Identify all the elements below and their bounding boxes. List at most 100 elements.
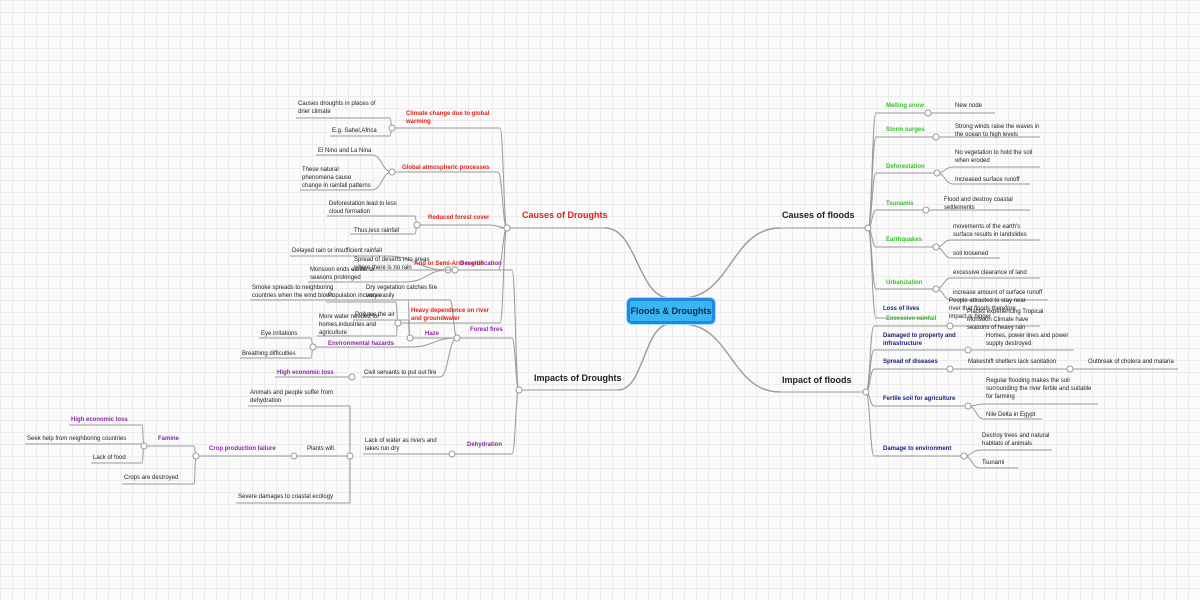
subtopic-arid-region[interactable]: Arid or Semi-Arid region [414, 261, 484, 267]
node-cholera-malaria[interactable]: Outbreak of cholera and malaria [1088, 359, 1174, 365]
collapse-toggle[interactable] [964, 346, 972, 354]
collapse-toggle[interactable] [413, 221, 421, 229]
node-monsoon-ends-earlier[interactable]: Monsoon ends earlier or seasons prolonge… [310, 267, 375, 281]
collapse-toggle[interactable] [394, 319, 402, 327]
node-tsunami[interactable]: Tsunami [982, 460, 1005, 466]
node-civil-servants[interactable]: Civil servants to put out fire [364, 370, 437, 376]
collapse-toggle[interactable] [922, 206, 930, 214]
subtopic-damaged-property[interactable]: Damaged to property and infrastructure [883, 333, 956, 347]
subtopic-melting-snow[interactable]: Melting snow [886, 103, 924, 109]
node-destroy-trees[interactable]: Destroy trees and natural habitats of an… [982, 433, 1050, 447]
collapse-toggle[interactable] [1066, 365, 1074, 373]
node-tropical-monsoon[interactable]: Places experiencing Tropical Monsoon Cli… [967, 309, 1044, 331]
collapse-toggle[interactable] [864, 224, 872, 232]
node-lack-of-food[interactable]: Lack of food [93, 455, 126, 461]
node-less-cloud-formation[interactable]: Deforestation lead to less cloud formati… [329, 201, 397, 215]
node-plants-wilt[interactable]: Plants wilt [307, 446, 335, 452]
collapse-toggle[interactable] [964, 402, 972, 410]
collapse-toggle[interactable] [309, 343, 317, 351]
subtopic-spread-of-diseases[interactable]: Spread of diseases [883, 359, 938, 365]
node-coastal-ecology[interactable]: Severe damages to coastal ecology [238, 494, 334, 500]
node-makeshift-shelters[interactable]: Makeshift shelters lack sanitation [968, 359, 1057, 365]
central-topic[interactable]: Floods & Droughts [627, 298, 715, 324]
node-rainfall-patterns[interactable]: These natural phenomena cause change in … [302, 167, 371, 189]
node-landslides[interactable]: movements of the earth's surface results… [953, 224, 1027, 238]
node-nile-delta[interactable]: Nile Delta in Egypt [986, 412, 1036, 418]
collapse-toggle[interactable] [451, 266, 459, 274]
node-lack-of-water[interactable]: Lack of water as rivers and lakes run dr… [365, 438, 437, 452]
collapse-toggle[interactable] [192, 452, 200, 460]
node-new-node[interactable]: New node [955, 103, 983, 109]
node-less-rainfall[interactable]: Thus,less rainfall [354, 228, 400, 234]
collapse-toggle[interactable] [932, 243, 940, 251]
node-el-nino[interactable]: El Nino and La Nina [318, 148, 372, 154]
topic-causes-of-droughts[interactable]: Causes of Droughts [522, 210, 608, 220]
subtopic-deforestation[interactable]: Deforestation [886, 164, 925, 170]
subtopic-heavy-dependence[interactable]: Heavy dependence on river and groundwate… [411, 308, 490, 322]
collapse-toggle[interactable] [448, 450, 456, 458]
subtopic-haze[interactable]: Haze [425, 331, 440, 337]
subtopic-famine[interactable]: Famine [158, 436, 180, 442]
subtopic-crop-production-failure[interactable]: Crop production failure [209, 446, 276, 452]
subtopic-global-atmospheric[interactable]: Global atmospheric processes [402, 165, 490, 171]
node-spread-of-deserts[interactable]: Spread of deserts into areas where there… [354, 257, 430, 271]
collapse-toggle[interactable] [515, 386, 523, 394]
node-homes-power-lines[interactable]: Homes, power lines and power supply dest… [986, 333, 1069, 347]
subtopic-tsunamis[interactable]: Tsunamis [886, 201, 914, 207]
subtopic-earthquakes[interactable]: Earthquakes [886, 237, 923, 243]
topic-impact-of-floods[interactable]: Impact of floods [782, 375, 852, 385]
collapse-toggle[interactable] [960, 452, 968, 460]
topic-impacts-of-droughts[interactable]: Impacts of Droughts [534, 373, 622, 383]
collapse-toggle[interactable] [290, 452, 298, 460]
collapse-toggle[interactable] [924, 109, 932, 117]
collapse-toggle[interactable] [503, 224, 511, 232]
subtopic-environmental-hazards[interactable]: Environmental hazards [328, 341, 395, 347]
node-population-increase[interactable]: Population increase [328, 293, 381, 299]
node-crops-destroyed[interactable]: Crops are destroyed [124, 475, 179, 481]
node-delayed-rain[interactable]: Delayed rain or insufficient rainfall [292, 248, 382, 254]
collapse-toggle[interactable] [388, 168, 396, 176]
subtopic-urbanization[interactable]: Urbanization [886, 280, 923, 286]
node-clearance-of-land[interactable]: excessive clearance of land [953, 270, 1027, 276]
node-soil-loosened[interactable]: soil loosened [953, 251, 989, 257]
collapse-toggle[interactable] [348, 373, 356, 381]
node-more-water-needed[interactable]: More water needed for homes,industries a… [319, 314, 380, 336]
subtopic-loss-of-lives[interactable]: Loss of lives [883, 306, 920, 312]
subtopic-fertile-soil[interactable]: Fertile soil for agriculture [883, 396, 956, 402]
node-pollutes-air[interactable]: Pollutes the air [355, 312, 395, 318]
subtopic-excessive-rainfall[interactable]: Excessive rainfall [886, 316, 937, 322]
collapse-toggle[interactable] [346, 452, 354, 460]
collapse-toggle[interactable] [140, 442, 148, 450]
node-seek-help[interactable]: Seek help from neighboring countries [27, 436, 127, 442]
node-smoke-spreads[interactable]: Smoke spreads to neighboring countries w… [252, 285, 334, 299]
node-high-economic-loss[interactable]: High economic loss [277, 370, 334, 376]
node-sahel-africa[interactable]: E.g. Sahel,Africa [332, 128, 377, 134]
node-animals-people-dehydration[interactable]: Animals and people suffer from dehydrati… [250, 390, 333, 404]
node-people-near-river[interactable]: People attracted to stay near river that… [949, 298, 1026, 320]
node-no-vegetation[interactable]: No vegetation to hold the soil when erod… [955, 150, 1033, 164]
node-increased-runoff[interactable]: Increased surface runoff [955, 177, 1020, 183]
collapse-toggle[interactable] [946, 322, 954, 330]
subtopic-desertification[interactable]: Desertification [460, 261, 502, 267]
collapse-toggle[interactable] [388, 124, 396, 132]
node-breathing-difficulties[interactable]: Breathing difficulties [242, 351, 296, 357]
subtopic-storm-surges[interactable]: Storm surges [886, 127, 925, 133]
subtopic-reduced-forest-cover[interactable]: Reduced forest cover [428, 215, 490, 221]
collapse-toggle[interactable] [453, 334, 461, 342]
subtopic-forest-fires[interactable]: Forest fires [470, 327, 503, 333]
node-famine-high-economic-loss[interactable]: High economic loss [71, 417, 128, 423]
node-causes-droughts-drier-climate[interactable]: Causes droughts in places of drier clima… [298, 101, 376, 115]
node-regular-flooding[interactable]: Regular flooding makes the soil surround… [986, 378, 1092, 400]
subtopic-dehydration[interactable]: Dehydration [467, 442, 503, 448]
node-eye-irritations[interactable]: Eye irritations [261, 331, 298, 337]
subtopic-climate-change[interactable]: Climate change due to global warming [406, 111, 490, 125]
collapse-toggle[interactable] [946, 365, 954, 373]
collapse-toggle[interactable] [932, 285, 940, 293]
node-flood-coastal[interactable]: Flood and destroy coastal settlements [944, 197, 1013, 211]
topic-causes-of-floods[interactable]: Causes of floods [782, 210, 855, 220]
collapse-toggle[interactable] [932, 133, 940, 141]
collapse-toggle[interactable] [862, 388, 870, 396]
node-surface-runoff[interactable]: increase amount of surface runoff [953, 290, 1043, 296]
node-strong-winds[interactable]: Strong winds raise the waves in the ocea… [955, 124, 1040, 138]
collapse-toggle[interactable] [406, 334, 414, 342]
